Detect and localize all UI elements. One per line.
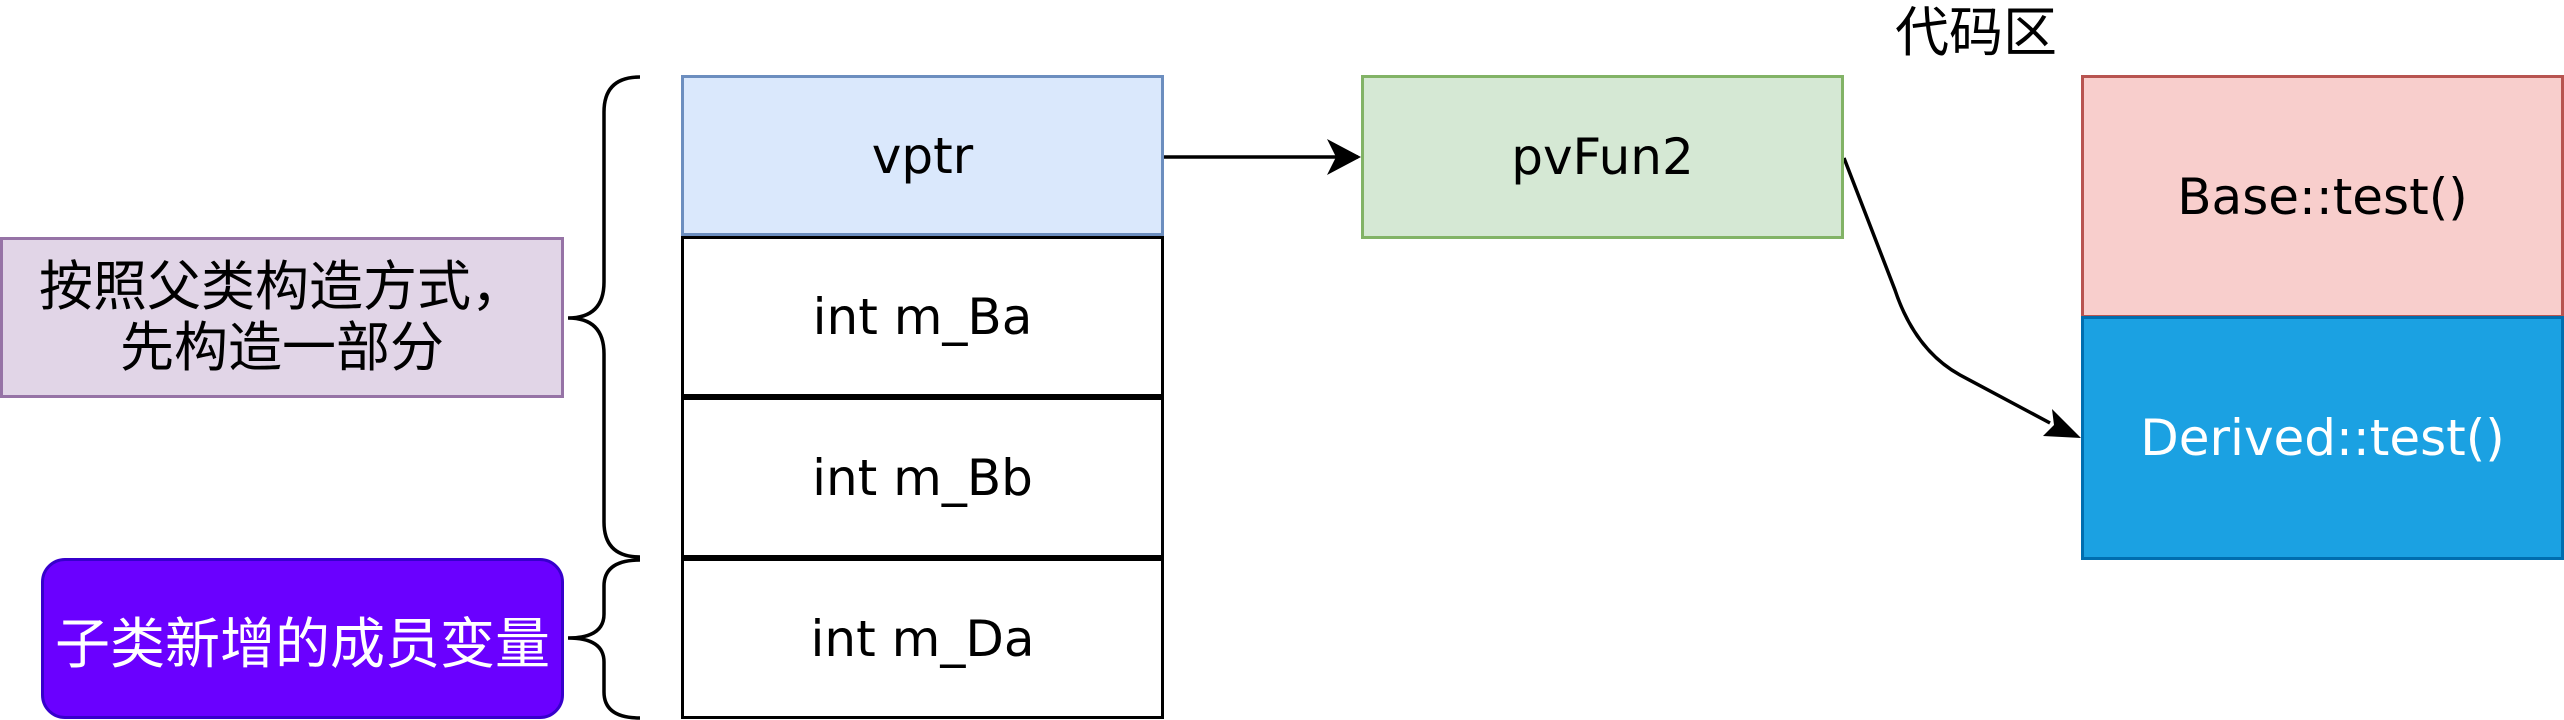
vptr-cell: vptr	[681, 75, 1164, 236]
parent-note-line-2: 先构造一部分	[120, 315, 444, 379]
child-members-note: 子类新增的成员变量	[41, 558, 564, 719]
base-test-function-box: Base::test()	[2081, 75, 2564, 318]
member-cell-m-bb: int m_Bb	[681, 397, 1164, 558]
member-cell-m-ba: int m_Ba	[681, 236, 1164, 397]
child-note-label: 子类新增的成员变量	[54, 611, 550, 676]
vptr-label: vptr	[871, 126, 974, 185]
base-part-brace	[567, 75, 641, 559]
member-cell-m-da: int m_Da	[681, 558, 1164, 719]
vtable-entry-pvfun2: pvFun2	[1361, 75, 1844, 239]
vtable-entry-label: pvFun2	[1511, 128, 1694, 186]
derived-test-function-label: Derived::test()	[2140, 409, 2505, 467]
base-test-function-label: Base::test()	[2177, 167, 2468, 226]
member-label-m-da: int m_Da	[810, 609, 1035, 668]
member-label-m-bb: int m_Bb	[812, 448, 1033, 507]
parent-note-line-1: 按照父类构造方式，	[39, 255, 525, 319]
derived-test-function-box: Derived::test()	[2081, 316, 2564, 560]
derived-part-brace	[567, 558, 641, 720]
vptr-to-pvfun2-arrowhead	[1327, 139, 1361, 175]
code-area-title: 代码区	[1895, 1, 2057, 64]
pvfun2-to-derived-arrowhead	[2043, 409, 2081, 438]
parent-construction-note: 按照父类构造方式， 先构造一部分	[0, 237, 564, 398]
member-label-m-ba: int m_Ba	[812, 287, 1033, 346]
pvfun2-to-derived-arrow	[1842, 157, 2051, 425]
